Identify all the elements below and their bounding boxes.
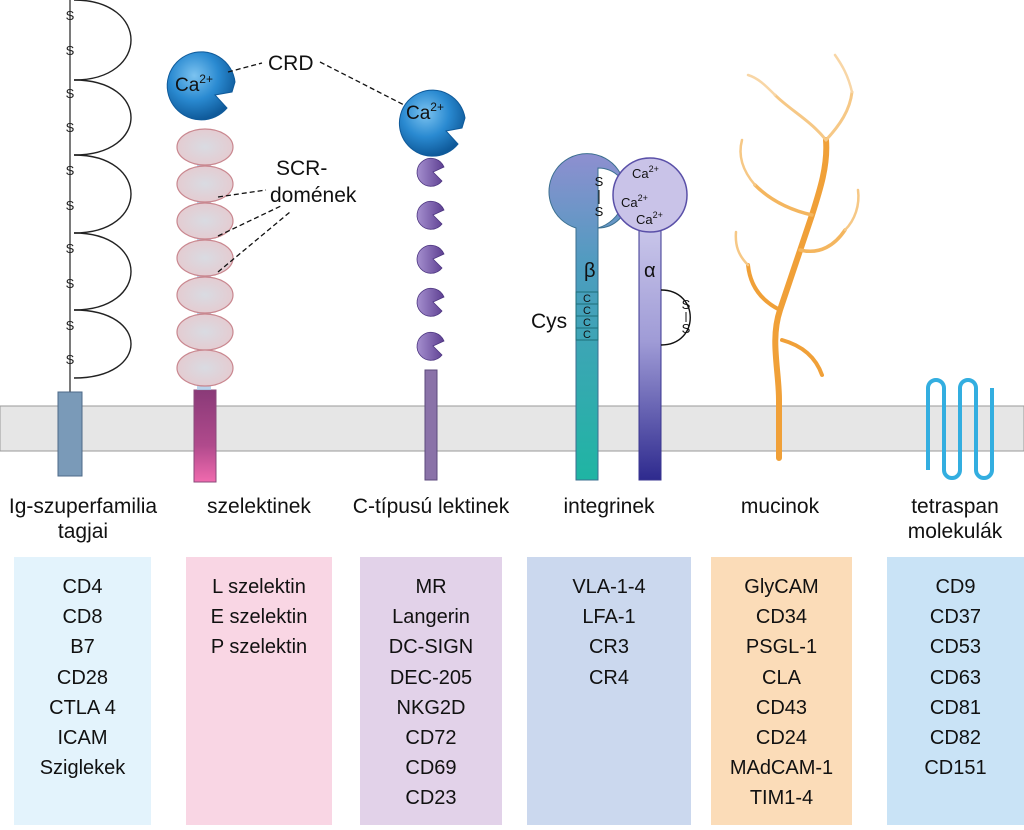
svg-text:Ca2+: Ca2+	[406, 100, 444, 124]
list-item: CD9	[935, 576, 976, 598]
list-item: P szelektin	[210, 636, 308, 659]
cell-membrane	[0, 405, 1024, 452]
list-item: CD53	[929, 636, 982, 659]
list-item: LFA-1	[582, 606, 636, 629]
list-item: PSGL-1	[745, 636, 818, 659]
box-c-type-lectins: MR Langerin DC-SIGN DEC-205 NKG2D CD72 C…	[360, 557, 502, 825]
svg-text:C: C	[583, 317, 591, 329]
list-item: L szelektin	[212, 576, 306, 598]
scr-label-line2: domének	[270, 184, 357, 207]
svg-text:Ca2+: Ca2+	[621, 193, 648, 210]
tetraspan-molecule	[926, 378, 994, 480]
list-item: Langerin	[392, 606, 470, 629]
ig-superfamily-molecule: S S S S S S S S S S	[57, 0, 132, 477]
beta-label: β	[584, 260, 596, 282]
scr-label-line1: SCR-	[276, 157, 327, 180]
list-item: CD4	[62, 576, 103, 598]
selectin-molecule: Ca2+	[166, 51, 291, 483]
box-mucins: GlyCAM CD34 PSGL-1 CLA CD43 CD24 MAdCAM-…	[711, 557, 852, 825]
list-item: CD151	[924, 757, 987, 780]
svg-text:S: S	[66, 198, 75, 213]
list-item: CLA	[762, 666, 801, 689]
list-item: DEC-205	[389, 666, 473, 689]
list-item: CD28	[56, 666, 109, 689]
scr-domains	[176, 128, 234, 387]
cysteine-labels: C C C C	[583, 293, 591, 341]
box-tetraspan: CD9 CD37 CD53 CD63 CD81 CD82 CD151	[887, 557, 1024, 825]
svg-text:S: S	[595, 174, 604, 189]
svg-text:Ca2+: Ca2+	[175, 72, 213, 96]
selectin-crd	[166, 51, 236, 121]
svg-text:S: S	[66, 120, 75, 135]
crd-label: CRD	[268, 52, 314, 75]
svg-text:C: C	[583, 293, 591, 305]
list-item: CR4	[588, 666, 629, 689]
svg-text:S: S	[682, 297, 691, 312]
title-c-type-lectins: C-típusú lektinek	[352, 495, 510, 518]
box-selectins: L szelektin E szelektin P szelektin	[186, 557, 332, 825]
disulfide-labels: S S S S S S S S S S	[66, 8, 75, 367]
lectin-domains	[416, 157, 445, 361]
lectin-crd	[398, 89, 466, 157]
list-item: CD72	[405, 727, 457, 750]
svg-text:S: S	[66, 318, 75, 333]
list-item: CD23	[405, 787, 457, 810]
alpha-label: α	[644, 260, 656, 282]
list-item: MAdCAM-1	[729, 757, 834, 780]
list-item: CD69	[405, 757, 457, 780]
box-ig-superfamily: CD4 CD8 B7 CD28 CTLA 4 ICAM Sziglekek	[14, 557, 151, 825]
integrin-alpha-head	[612, 157, 688, 233]
list-item: NKG2D	[396, 696, 466, 719]
list-item: CD8	[62, 606, 103, 629]
svg-text:S: S	[66, 163, 75, 178]
list-item: CD82	[929, 727, 982, 750]
svg-text:S: S	[66, 43, 75, 58]
list-item: B7	[70, 636, 95, 659]
list-item: E szelektin	[210, 606, 308, 629]
svg-text:S: S	[66, 352, 75, 367]
box-integrins: VLA-1-4 LFA-1 CR3 CR4	[527, 557, 691, 825]
list-item: CTLA 4	[49, 696, 116, 719]
c-type-lectin-molecule: Ca2+	[398, 89, 466, 481]
list-item: Sziglekek	[39, 757, 126, 780]
title-integrins: integrinek	[563, 495, 655, 518]
list-item: CD24	[755, 727, 808, 750]
list-item: CD81	[929, 696, 982, 719]
list-item: ICAM	[57, 727, 108, 750]
svg-text:S: S	[66, 8, 75, 23]
list-item: GlyCAM	[744, 576, 819, 598]
list-item: CD37	[929, 606, 982, 629]
cys-label: Cys	[531, 310, 567, 333]
svg-text:S: S	[66, 276, 75, 291]
list-item: CD63	[929, 666, 982, 689]
svg-text:Ca2+: Ca2+	[636, 210, 663, 227]
svg-text:S: S	[66, 241, 75, 256]
svg-text:C: C	[583, 329, 591, 341]
svg-text:S: S	[595, 204, 604, 219]
list-item: DC-SIGN	[388, 636, 474, 659]
svg-text:C: C	[583, 305, 591, 317]
list-item: TIM1-4	[749, 787, 814, 810]
title-selectins: szelektinek	[207, 495, 311, 518]
list-item: VLA-1-4	[572, 576, 646, 598]
integrin-molecule: C C C C Cys β S S Ca2+ Ca2+ Ca2+ α S S	[531, 153, 691, 481]
mucin-molecule	[734, 53, 860, 461]
list-item: CR3	[588, 636, 629, 659]
svg-text:Ca2+: Ca2+	[632, 164, 659, 181]
list-item: CD34	[755, 606, 808, 629]
title-mucins: mucinok	[740, 495, 820, 518]
svg-text:S: S	[66, 86, 75, 101]
list-item: MR	[415, 576, 447, 598]
list-item: CD43	[755, 696, 808, 719]
svg-text:S: S	[682, 321, 691, 336]
